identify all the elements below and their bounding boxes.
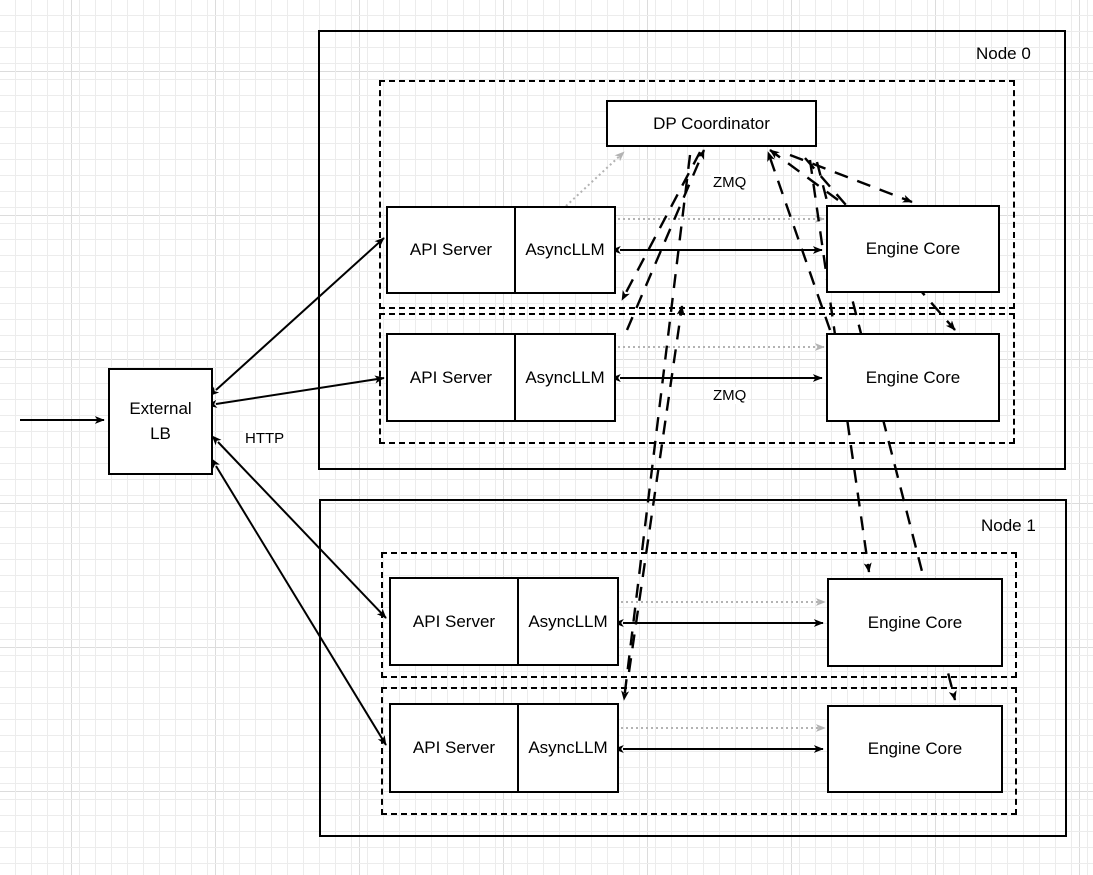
asyncllm-cell[interactable]: AsyncLLM — [516, 208, 614, 292]
asyncllm-cell[interactable]: AsyncLLM — [519, 705, 617, 791]
http-edge-label: HTTP — [243, 430, 287, 447]
dp-coordinator-label: DP Coordinator — [653, 113, 770, 133]
node-0-frame — [318, 30, 1066, 470]
asyncllm-label: AsyncLLM — [525, 240, 605, 259]
edge-n0r1-async-to-coordinator — [625, 149, 706, 331]
external-lb-label-line1: External — [129, 398, 192, 418]
edge-lb-to-n1r1-api — [211, 458, 387, 746]
node-0-rank-0-api-async-box[interactable]: API Server AsyncLLM — [386, 206, 616, 294]
node-0-rank-0-engine-core-box[interactable]: Engine Core — [826, 205, 1000, 293]
edge-coordinator-to-n0r0-engine — [789, 153, 913, 204]
node-0-rank-0-group — [379, 80, 1015, 309]
zmq-mid-edge-label: ZMQ — [711, 387, 749, 404]
edge-n1r0-async-to-coordinator — [627, 305, 685, 673]
engine-core-label: Engine Core — [865, 239, 961, 258]
api-server-cell[interactable]: API Server — [388, 335, 516, 420]
zmq-top-edge-label: ZMQ — [711, 174, 749, 191]
engine-core-label: Engine Core — [867, 612, 963, 632]
api-server-label: API Server — [412, 738, 496, 757]
node-1-rank-0-group — [381, 552, 1017, 678]
dp-coordinator-box[interactable]: DP Coordinator — [606, 100, 817, 147]
node-1-frame — [319, 499, 1067, 837]
edge-coordinator-to-n1r1-async — [621, 154, 692, 701]
engine-core-label: Engine Core — [867, 739, 963, 758]
edge-n0r0-async-to-coordinator-dotted — [565, 151, 625, 207]
node-1-label: Node 1 — [981, 516, 1036, 535]
api-server-label: API Server — [409, 367, 493, 387]
node-0-rank-1-api-async-box[interactable]: API Server AsyncLLM — [386, 333, 616, 422]
asyncllm-label: AsyncLLM — [528, 738, 608, 757]
external-lb-box[interactable]: External LB — [108, 368, 213, 475]
node-0-rank-1-group — [379, 313, 1015, 444]
node-1-rank-1-engine-core-box[interactable]: Engine Core — [827, 705, 1003, 793]
node-1-rank-0-engine-core-box[interactable]: Engine Core — [827, 578, 1003, 667]
edge-coordinator-to-n1r0-engine — [808, 159, 872, 573]
node-1-rank-1-group — [381, 687, 1017, 815]
api-server-cell[interactable]: API Server — [388, 208, 516, 292]
api-server-cell[interactable]: API Server — [391, 579, 519, 664]
node-1-rank-0-api-async-box[interactable]: API Server AsyncLLM — [389, 577, 619, 666]
engine-core-label: Engine Core — [865, 367, 961, 387]
asyncllm-cell[interactable]: AsyncLLM — [519, 579, 617, 664]
edge-lb-to-n0r0-api — [209, 237, 385, 397]
api-server-cell[interactable]: API Server — [391, 705, 519, 791]
api-server-label: API Server — [412, 611, 496, 631]
asyncllm-cell[interactable]: AsyncLLM — [516, 335, 614, 420]
edge-lb-to-n0r1-api — [206, 375, 385, 408]
asyncllm-label: AsyncLLM — [525, 367, 605, 387]
node-1-rank-1-api-async-box[interactable]: API Server AsyncLLM — [389, 703, 619, 793]
node-0-rank-1-engine-core-box[interactable]: Engine Core — [826, 333, 1000, 422]
node-0-label: Node 0 — [976, 44, 1031, 63]
api-server-label: API Server — [409, 240, 493, 259]
edge-coordinator-to-n0r0-async — [620, 151, 702, 301]
external-lb-label-line2: LB — [150, 423, 171, 443]
asyncllm-label: AsyncLLM — [528, 611, 608, 631]
edge-n0r1-engine-to-coordinator — [766, 151, 832, 331]
